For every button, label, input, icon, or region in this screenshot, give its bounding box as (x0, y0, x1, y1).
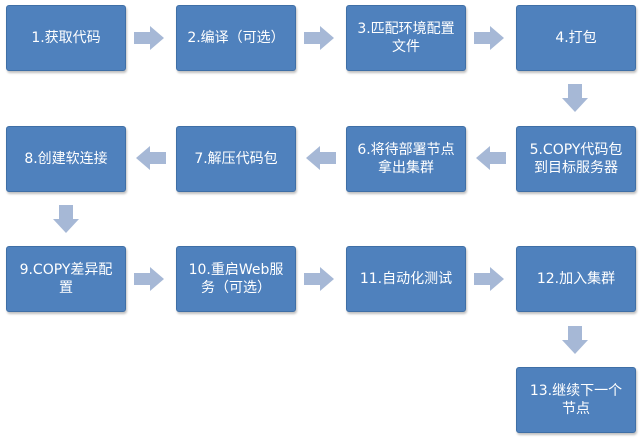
arrow-down-icon (562, 326, 588, 354)
step-10-box: 10.重启Web服务（可选） (176, 246, 296, 312)
step-8-label: 8.创建软连接 (24, 151, 108, 167)
step-8-box: 8.创建软连接 (6, 126, 126, 192)
step-13-label: 13.继续下一个节点 (529, 383, 623, 417)
step-4-label: 4.打包 (555, 30, 597, 46)
arrow-right-icon (134, 267, 164, 291)
step-5-box: 5.COPY代码包到目标服务器 (516, 126, 636, 192)
step-7-box: 7.解压代码包 (176, 126, 296, 192)
arrow-right-icon (134, 26, 164, 50)
arrow-left-icon (306, 146, 336, 170)
step-6-label: 6.将待部署节点拿出集群 (357, 142, 455, 176)
step-5-label: 5.COPY代码包到目标服务器 (529, 142, 623, 176)
arrow-right-icon (474, 267, 504, 291)
step-1-label: 1.获取代码 (31, 30, 101, 46)
step-13-box: 13.继续下一个节点 (516, 367, 636, 433)
step-11-label: 11.自动化测试 (359, 271, 453, 287)
step-3-box: 3.匹配环境配置文件 (346, 5, 466, 71)
step-1-box: 1.获取代码 (6, 5, 126, 71)
step-9-box: 9.COPY差异配置 (6, 246, 126, 312)
step-6-box: 6.将待部署节点拿出集群 (346, 126, 466, 192)
arrow-right-icon (474, 26, 504, 50)
step-4-box: 4.打包 (516, 5, 636, 71)
step-12-label: 12.加入集群 (536, 271, 616, 287)
step-12-box: 12.加入集群 (516, 246, 636, 312)
step-2-label: 2.编译（可选） (187, 30, 285, 46)
arrow-left-icon (476, 146, 506, 170)
step-11-box: 11.自动化测试 (346, 246, 466, 312)
arrow-left-icon (136, 146, 166, 170)
arrow-down-icon (53, 205, 79, 233)
step-2-box: 2.编译（可选） (176, 5, 296, 71)
step-10-label: 10.重启Web服务（可选） (188, 262, 284, 296)
step-3-label: 3.匹配环境配置文件 (357, 21, 455, 55)
arrow-right-icon (304, 26, 334, 50)
step-7-label: 7.解压代码包 (194, 151, 278, 167)
arrow-down-icon (562, 84, 588, 112)
step-9-label: 9.COPY差异配置 (19, 262, 113, 296)
arrow-right-icon (304, 267, 334, 291)
